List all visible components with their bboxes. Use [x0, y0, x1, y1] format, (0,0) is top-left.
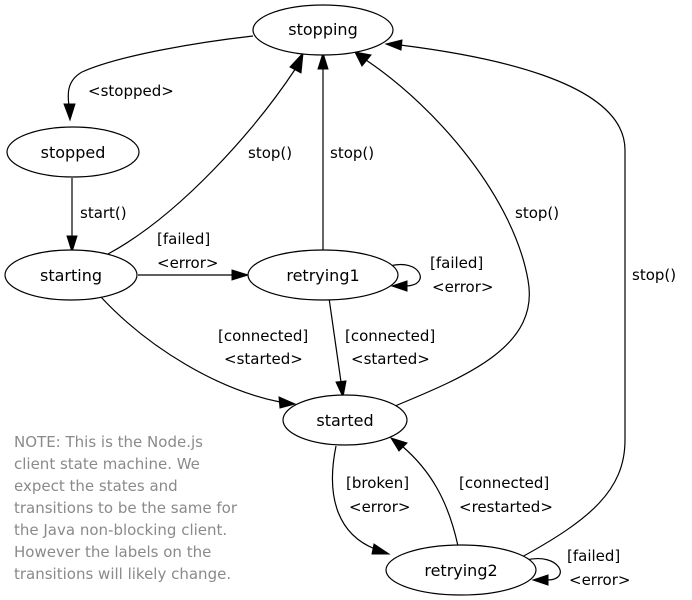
- edge-retrying1-started: [328, 297, 342, 383]
- state-retrying1[interactable]: retrying1: [247, 249, 399, 301]
- edge-label-connected: [connected]: [459, 474, 549, 492]
- arrowhead: [371, 543, 391, 555]
- edge-retrying1-self: [389, 263, 421, 287]
- state-label: stopped: [41, 143, 106, 162]
- edge-starting-stopping: [107, 67, 297, 255]
- state-started[interactable]: started: [282, 394, 408, 446]
- arrowhead: [66, 235, 78, 254]
- note-line: transitions to be the same for: [14, 499, 238, 517]
- note-line: transitions will likely change.: [14, 565, 231, 583]
- edge-label-stopped: <stopped>: [88, 82, 174, 100]
- edge-label-error: <error>: [569, 571, 630, 589]
- note: NOTE: This is the Node.js client state m…: [14, 433, 238, 583]
- edge-label-started: <started>: [224, 350, 303, 368]
- edge-label-error: <error>: [349, 498, 410, 516]
- arrowhead: [63, 103, 76, 122]
- edge-label-stop-retrying1: stop(): [330, 144, 374, 162]
- note-line: the Java non-blocking client.: [14, 521, 227, 539]
- state-label: starting: [40, 266, 102, 285]
- edge-label-connected: [connected]: [218, 327, 308, 345]
- edge-label-failed: [failed]: [430, 254, 483, 272]
- edge-retrying2-stopping: [399, 44, 626, 559]
- arrowhead: [335, 380, 347, 399]
- state-label: retrying2: [424, 561, 497, 580]
- state-label: retrying1: [286, 266, 359, 285]
- edge-label-started: <started>: [351, 350, 430, 368]
- edge-retrying2-started: [401, 445, 459, 547]
- note-line: However the labels on the: [14, 543, 211, 561]
- arrowhead: [390, 280, 408, 292]
- arrowhead: [289, 51, 304, 74]
- edge-label-stop-retrying2: stop(): [632, 266, 676, 284]
- edge-label-failed: [failed]: [567, 547, 620, 565]
- edge-label-failed: [failed]: [157, 230, 210, 248]
- state-label: started: [316, 411, 373, 430]
- state-retrying2[interactable]: retrying2: [385, 544, 537, 596]
- edge-label-stop-started: stop(): [515, 204, 559, 222]
- arrowhead: [531, 574, 549, 586]
- edge-starting-started: [99, 295, 281, 403]
- edge-label-restarted: <restarted>: [459, 498, 553, 516]
- note-line: expect the states and: [14, 477, 178, 495]
- note-line: NOTE: This is the Node.js: [14, 433, 203, 451]
- arrowhead: [384, 39, 403, 51]
- arrowhead: [389, 437, 408, 452]
- arrowhead: [317, 51, 329, 70]
- edge-started-stopping: [365, 59, 530, 407]
- edge-label-connected: [connected]: [345, 327, 435, 345]
- arrowhead: [231, 269, 250, 281]
- arrowhead: [354, 51, 372, 67]
- edge-label-start: start(): [80, 204, 127, 222]
- note-line: client state machine. We: [14, 455, 200, 473]
- state-stopped[interactable]: stopped: [6, 126, 140, 178]
- state-starting[interactable]: starting: [4, 249, 138, 301]
- state-stopping[interactable]: stopping: [252, 4, 394, 56]
- edge-label-error: <error>: [432, 278, 493, 296]
- edge-started-retrying2: [331, 445, 376, 550]
- edge-label-stop-starting: stop(): [248, 144, 292, 162]
- state-label: stopping: [288, 20, 357, 39]
- edge-label-broken: [broken]: [346, 474, 409, 492]
- arrowhead: [278, 396, 297, 409]
- edge-label-error: <error>: [157, 254, 218, 272]
- edge-retrying2-self: [525, 558, 561, 581]
- edge-stopping-stopped: [67, 35, 254, 107]
